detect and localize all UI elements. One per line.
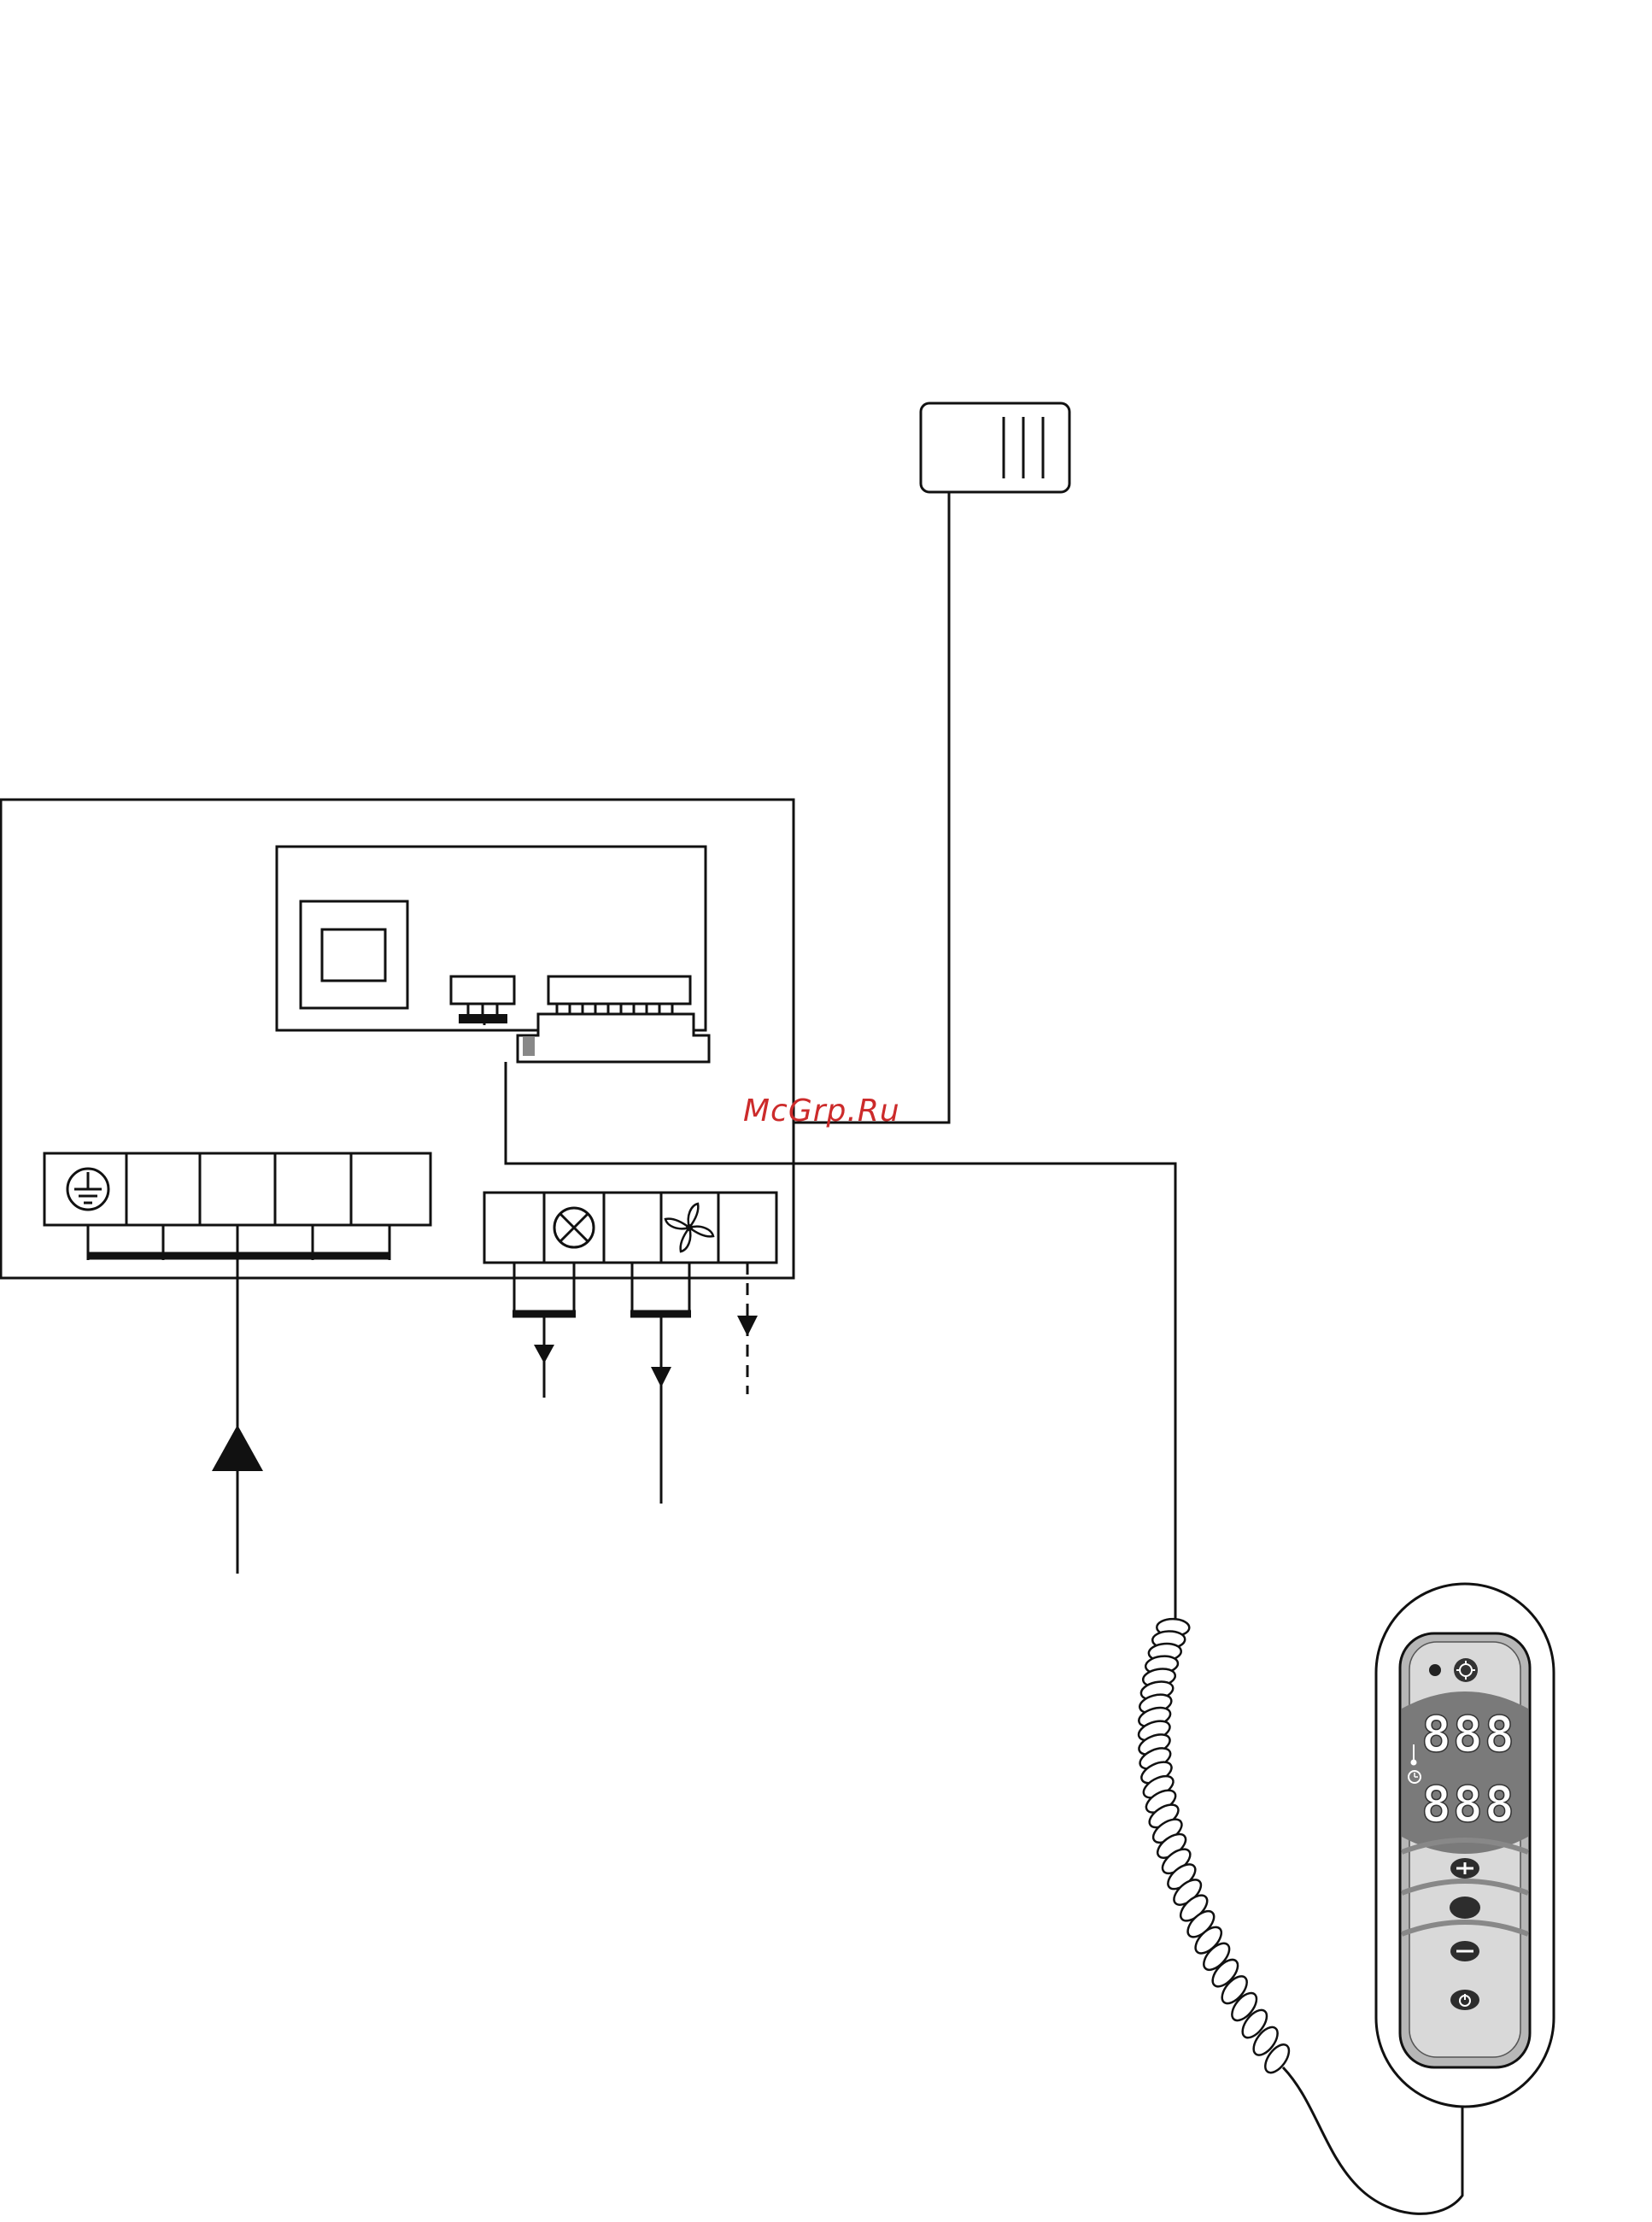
display-top: 888 [1421, 1705, 1516, 1763]
optional-output-arrow [737, 1263, 758, 1394]
display-bottom: 888 [1421, 1775, 1516, 1833]
watermark: McGrp.Ru [743, 1093, 900, 1129]
status-led [1429, 1664, 1441, 1676]
plus-button[interactable] [1450, 1858, 1479, 1879]
pcb-board [277, 847, 709, 1062]
probe-connector [451, 976, 514, 1004]
light-icon[interactable] [1454, 1658, 1478, 1682]
temperature-probe [921, 403, 1069, 492]
set-button[interactable] [1450, 1897, 1480, 1919]
output-terminal-block [484, 1193, 776, 1263]
power-input-arrow [212, 1256, 263, 1574]
coiled-cable [1136, 1619, 1293, 2077]
lamp-output-arrow [513, 1263, 576, 1398]
power-button[interactable] [1450, 1990, 1479, 2010]
remote-controller: 888 888 [1376, 1584, 1554, 2107]
fan-output-arrow [630, 1263, 691, 1504]
display-connector [548, 976, 690, 1004]
minus-button[interactable] [1450, 1941, 1479, 1961]
